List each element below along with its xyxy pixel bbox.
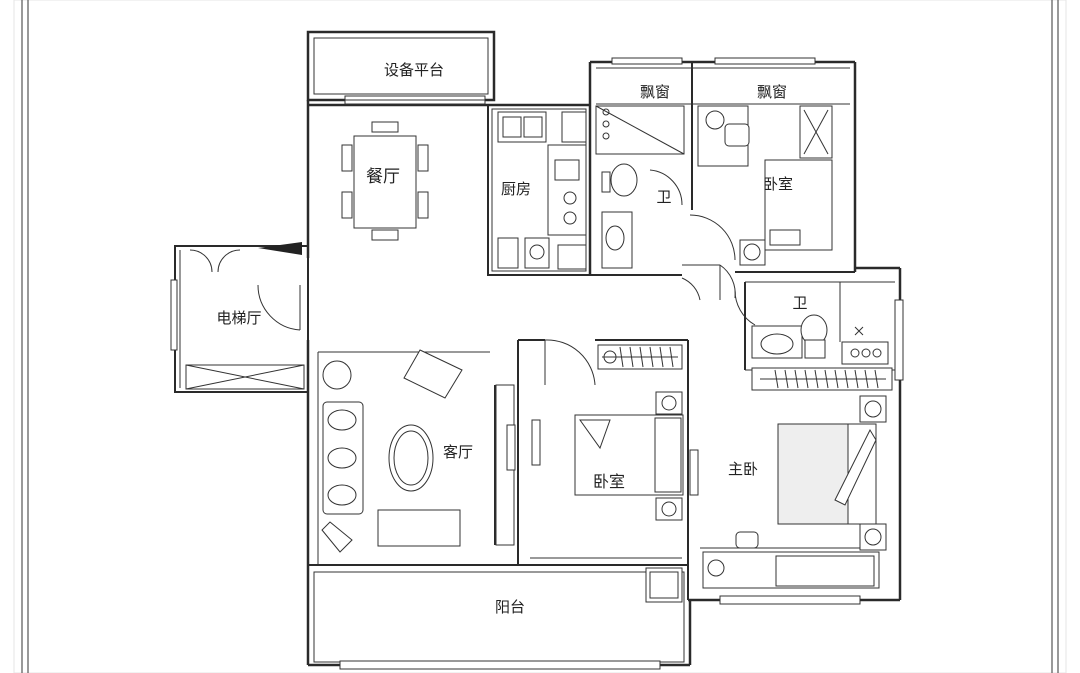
- master-desk: [702, 531, 880, 589]
- doors: [189, 169, 756, 496]
- bath-2-fixtures: [751, 314, 889, 365]
- label-equipment-platform: 设备平台: [384, 61, 444, 79]
- label-master-bedroom: 主卧: [728, 460, 758, 478]
- label-bay-window-1: 飘窗: [640, 83, 670, 101]
- room-labels: 设备平台 餐厅 厨房 飘窗 飘窗 卫 卧室 电梯厅 卫 客厅 卧室 主卧 阳台: [216, 61, 807, 616]
- label-kitchen: 厨房: [501, 180, 531, 198]
- master-wardrobe: [751, 367, 893, 391]
- dining-table: [341, 121, 429, 241]
- label-bedroom-2: 卧室: [593, 472, 625, 491]
- label-dining: 餐厅: [366, 167, 400, 187]
- label-living: 客厅: [443, 443, 473, 461]
- label-balcony: 阳台: [495, 598, 525, 616]
- label-bay-window-2: 飘窗: [757, 83, 787, 101]
- kitchen-fixtures: [497, 111, 587, 270]
- balcony-fixture: [645, 567, 683, 603]
- bedroom-1-fixtures: [697, 105, 833, 266]
- background-frame: [13, 0, 1067, 673]
- master-bed: [777, 395, 887, 551]
- label-bath-1: 卫: [656, 188, 671, 206]
- living-fixtures: [321, 349, 463, 553]
- windows: [170, 57, 904, 670]
- bath-1-fixtures: [595, 105, 685, 269]
- label-bedroom-1: 卧室: [763, 175, 793, 193]
- label-bath-2: 卫: [792, 294, 807, 312]
- bedroom-2-fixtures: [574, 344, 684, 521]
- label-elevator-hall: 电梯厅: [216, 309, 261, 327]
